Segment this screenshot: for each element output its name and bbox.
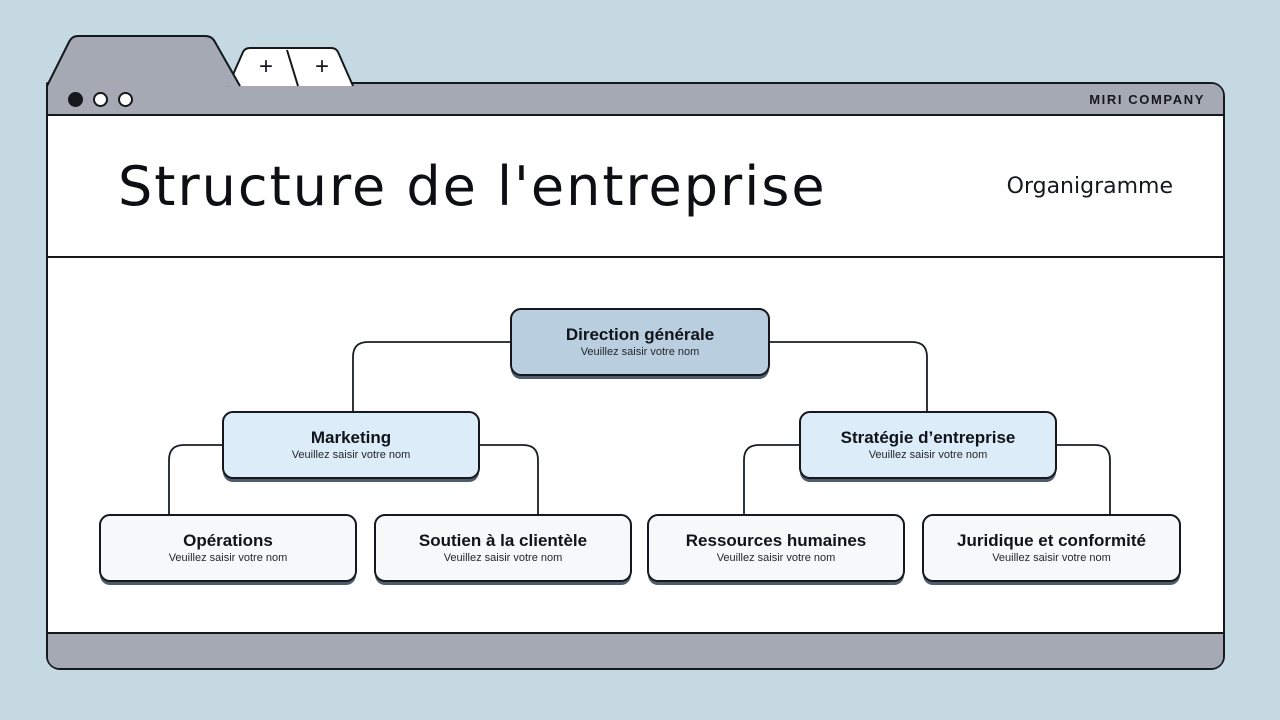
active-tab-group[interactable] — [46, 35, 241, 87]
node-title: Opérations — [183, 530, 273, 550]
edge-strategie-ressources — [743, 444, 799, 515]
edge-marketing-operations — [168, 444, 222, 515]
brand-label: MIRI COMPANY — [1089, 91, 1205, 107]
node-title: Marketing — [310, 427, 392, 447]
org-node-juridique-conformite[interactable]: Juridique et conformité Veuillez saisir … — [922, 514, 1181, 582]
node-name-placeholder[interactable]: Veuillez saisir votre nom — [291, 449, 411, 462]
browser-statusbar — [48, 632, 1223, 668]
tab-divider — [286, 49, 299, 87]
plus-icon[interactable]: + — [315, 53, 329, 80]
page-subtitle: Organigramme — [1006, 173, 1173, 199]
node-title: Stratégie d’entreprise — [840, 427, 1016, 447]
edge-strategie-juridique — [1057, 444, 1111, 515]
node-name-placeholder[interactable]: Veuillez saisir votre nom — [443, 552, 563, 565]
new-tabs-group: + + — [227, 47, 354, 87]
active-tab-outline — [46, 35, 241, 87]
page-title: Structure de l'entreprise — [118, 154, 827, 218]
org-node-operations[interactable]: Opérations Veuillez saisir votre nom — [99, 514, 357, 582]
header-band: Structure de l'entreprise Organigramme — [48, 116, 1223, 258]
node-name-placeholder[interactable]: Veuillez saisir votre nom — [580, 346, 700, 359]
new-tab-outline — [227, 47, 354, 87]
node-title: Direction générale — [565, 324, 715, 344]
org-node-soutien-clientele[interactable]: Soutien à la clientèle Veuillez saisir v… — [374, 514, 632, 582]
node-title: Soutien à la clientèle — [418, 530, 588, 550]
org-node-direction-generale[interactable]: Direction générale Veuillez saisir votre… — [510, 308, 770, 376]
node-name-placeholder[interactable]: Veuillez saisir votre nom — [992, 552, 1111, 565]
node-title: Ressources humaines — [685, 530, 867, 550]
node-name-placeholder[interactable]: Veuillez saisir votre nom — [168, 552, 288, 565]
node-name-placeholder[interactable]: Veuillez saisir votre nom — [868, 449, 988, 462]
edge-direction-marketing — [352, 341, 510, 412]
window-control-close-icon[interactable] — [68, 91, 83, 107]
window-control-maximize-icon[interactable] — [118, 91, 133, 107]
plus-icon[interactable]: + — [259, 53, 273, 80]
node-name-placeholder[interactable]: Veuillez saisir votre nom — [716, 552, 836, 565]
org-node-ressources-humaines[interactable]: Ressources humaines Veuillez saisir votr… — [647, 514, 905, 582]
node-title: Juridique et conformité — [957, 530, 1146, 550]
browser-titlebar: MIRI COMPANY — [48, 84, 1223, 116]
org-node-strategie-entreprise[interactable]: Stratégie d’entreprise Veuillez saisir v… — [799, 411, 1057, 479]
connector-lines — [168, 341, 1111, 515]
new-tab-shape[interactable] — [228, 48, 353, 86]
edge-direction-strategie — [770, 341, 928, 412]
window-control-minimize-icon[interactable] — [93, 91, 108, 107]
edge-marketing-soutien — [480, 444, 539, 515]
org-node-marketing[interactable]: Marketing Veuillez saisir votre nom — [222, 411, 480, 479]
active-tab-shape[interactable] — [47, 36, 240, 86]
